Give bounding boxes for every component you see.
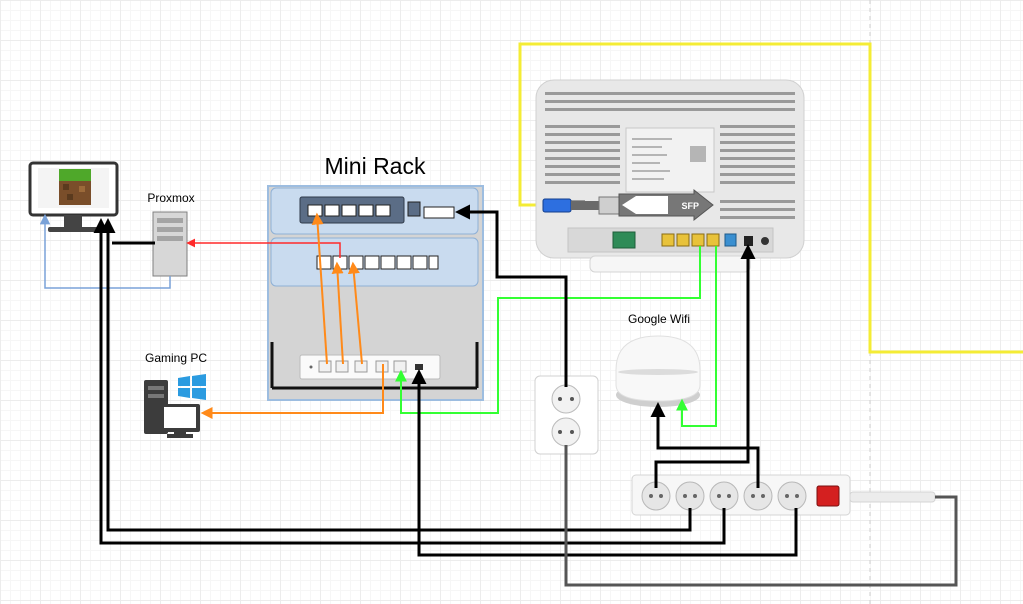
gaming-pc: [144, 374, 206, 438]
wire-strip-to-wallsocket: [564, 445, 958, 587]
wan-port: [724, 233, 737, 247]
sfp-module: SFP: [542, 188, 714, 222]
minecraft-monitor: [28, 161, 119, 232]
sfp-label: SFP: [681, 201, 699, 211]
mini-rack: [267, 185, 484, 401]
proxmox-label: Proxmox: [147, 191, 194, 205]
phone-ports: [612, 231, 636, 249]
windows-logo-icon: [178, 374, 206, 400]
mini-rack-label: Mini Rack: [325, 153, 426, 179]
wires-orange: [200, 212, 384, 419]
fiber-cable-yellow: [518, 42, 1023, 354]
patch-panel: [316, 255, 439, 270]
google-wifi: [615, 335, 701, 407]
power-strip: [631, 474, 936, 516]
router-power-port: [744, 236, 753, 246]
switch-5-port: [299, 196, 405, 224]
wire-patch-to-proxmox: [186, 238, 341, 258]
power-switch: [816, 485, 840, 507]
switch-port-blue: [407, 201, 421, 217]
router-power-button: [761, 237, 769, 245]
switch-power-socket: [423, 206, 455, 219]
google-wifi-label: Google Wifi: [628, 312, 690, 326]
wires-green: [395, 246, 717, 427]
lan-ports: [661, 233, 720, 247]
proxmox-server: [152, 211, 188, 277]
wall-socket: [534, 375, 599, 455]
gaming-pc-label: Gaming PC: [145, 351, 207, 365]
fiber-router: [535, 79, 805, 273]
wires-black: [93, 204, 798, 557]
